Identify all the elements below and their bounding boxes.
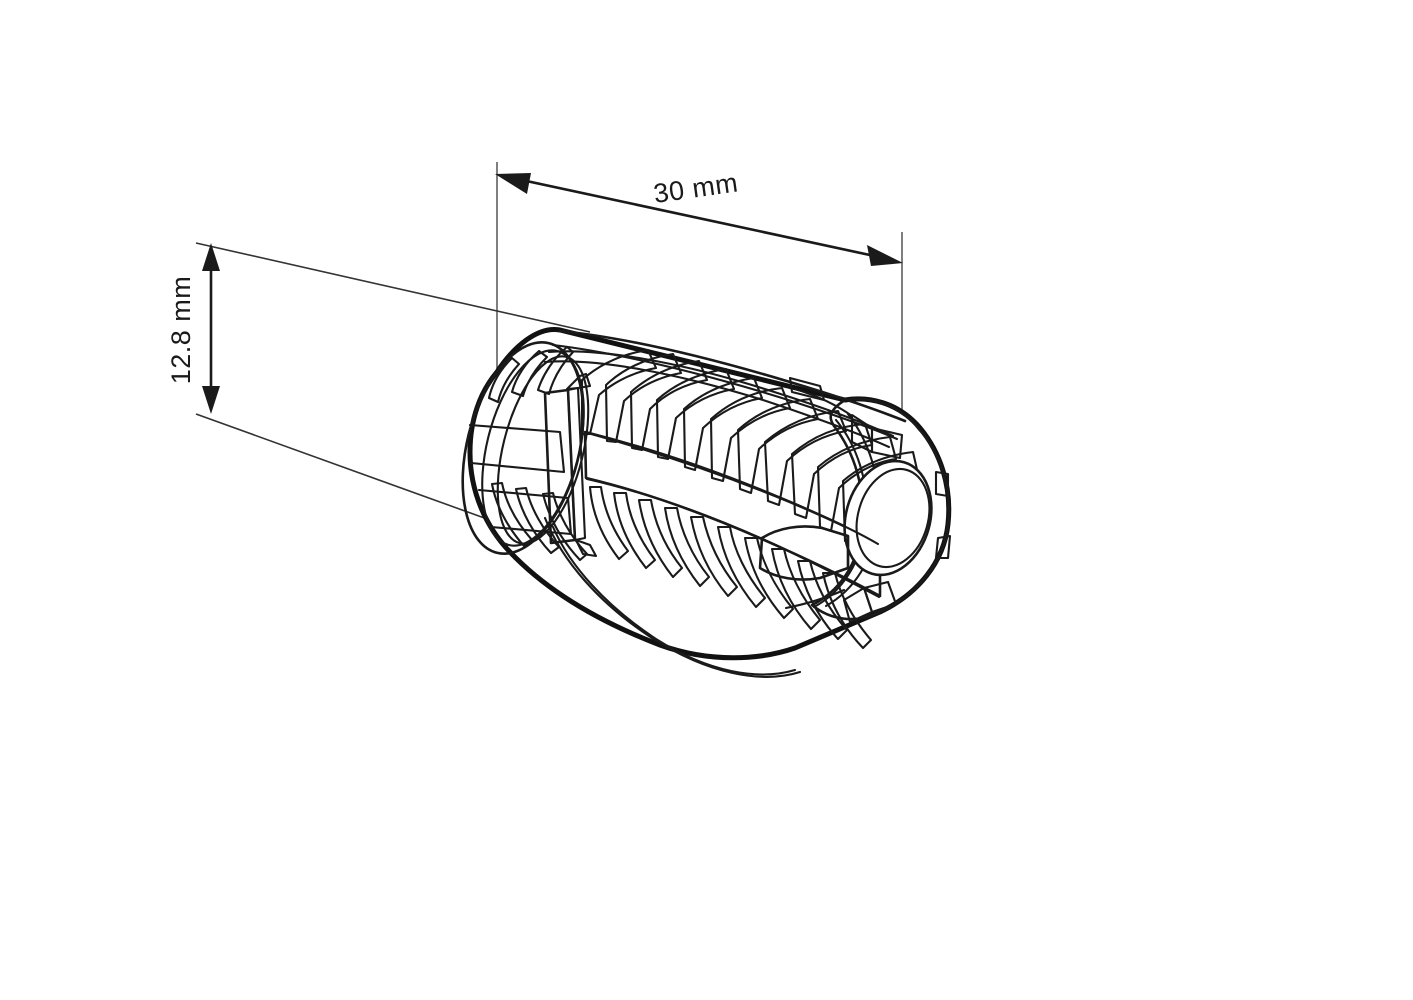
bottom-fins xyxy=(588,485,873,650)
diameter-dimension: 12.8 mm xyxy=(166,243,220,414)
leader-lines xyxy=(195,242,591,538)
arrow-head-right xyxy=(867,245,903,266)
body-seam-bottom xyxy=(585,477,881,599)
bore-outer xyxy=(843,459,933,577)
leader-line-bottom xyxy=(195,413,538,538)
collar-seam-lower xyxy=(784,588,846,610)
left-cap-slot-lower xyxy=(477,488,573,536)
length-dimension-line xyxy=(507,175,894,262)
notch-top-side xyxy=(850,413,874,454)
arrow-head-top xyxy=(202,243,220,271)
body-top-edge xyxy=(558,329,907,423)
notch-right xyxy=(934,470,950,498)
collar-seam-upper xyxy=(793,387,854,418)
notch-right-lower xyxy=(934,534,952,560)
top-fin-tip-arcs xyxy=(543,350,895,449)
arrow-head-bottom xyxy=(202,386,220,414)
arrow-head-left xyxy=(495,173,531,194)
body-seam-top xyxy=(584,430,880,546)
notch-bottom-side xyxy=(842,586,874,624)
leader-line-top xyxy=(195,242,591,333)
length-dimension: 30 mm xyxy=(495,167,903,266)
left-cap-slot-upper xyxy=(468,423,566,474)
collar-notches xyxy=(842,413,952,624)
diameter-dimension-label: 12.8 mm xyxy=(166,276,196,385)
anchor-part xyxy=(461,327,952,678)
bottom-fin-tip-arcs xyxy=(543,516,802,678)
length-dimension-label: 30 mm xyxy=(652,167,740,209)
slot-step-bottom xyxy=(574,538,598,558)
bore-inner xyxy=(855,467,931,569)
slot-step-top xyxy=(565,372,592,391)
